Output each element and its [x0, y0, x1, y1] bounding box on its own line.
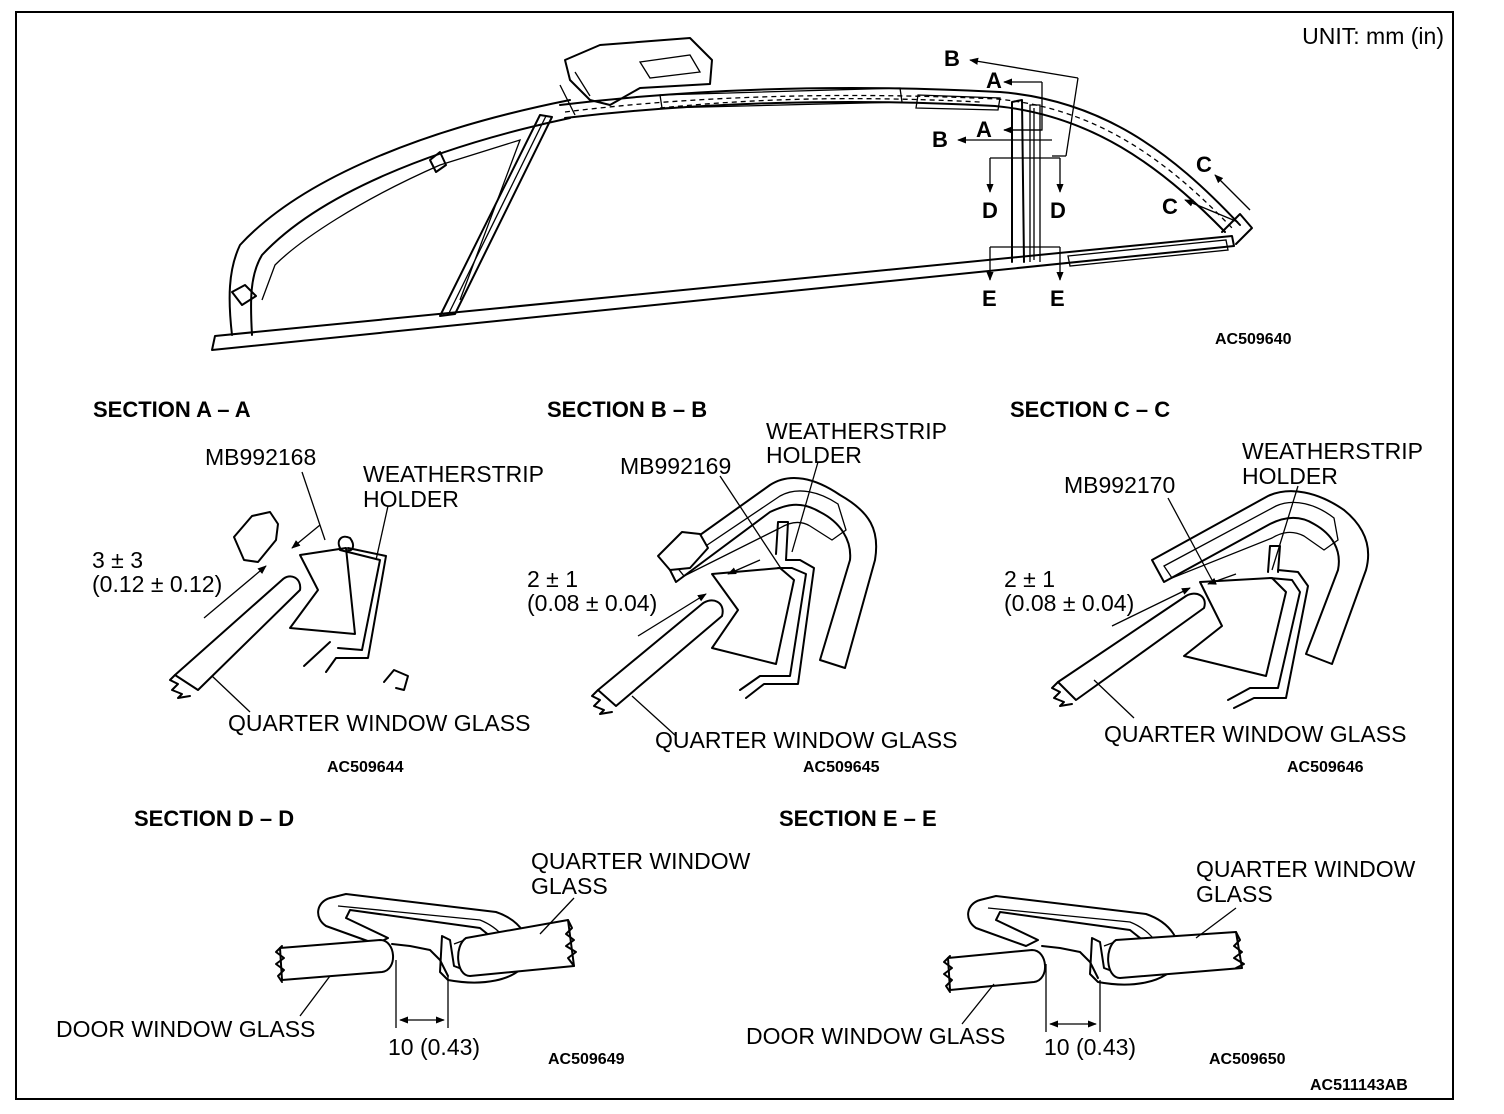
section-a-holder-line2: HOLDER	[363, 486, 459, 512]
section-d-quarter-line1: QUARTER WINDOW	[531, 848, 751, 874]
section-c-dim-line2: (0.08 ± 0.04)	[1004, 590, 1134, 616]
overview-ref: AC509640	[1215, 331, 1292, 348]
section-e-title: SECTION E – E	[779, 806, 937, 831]
cut-label-b-top: B	[944, 46, 960, 71]
section-e-drawing	[943, 895, 1245, 1032]
cut-label-a-top: A	[986, 68, 1002, 93]
section-e-quarter-line1: QUARTER WINDOW	[1196, 856, 1416, 882]
cut-label-b-bottom: B	[932, 127, 948, 152]
cut-label-d-left: D	[982, 198, 998, 223]
cut-label-c-bottom: C	[1162, 194, 1178, 219]
section-a-drawing	[169, 471, 409, 713]
section-d-title: SECTION D – D	[134, 806, 294, 831]
section-b-ref: AC509645	[803, 759, 880, 776]
section-e-quarter-line2: GLASS	[1196, 881, 1273, 907]
section-e-ref: AC509650	[1209, 1051, 1286, 1068]
cut-label-a-bottom: A	[976, 117, 992, 142]
section-d-dimension: 10 (0.43)	[388, 1034, 480, 1060]
section-b-holder-line1: WEATHERSTRIP	[766, 418, 947, 444]
cut-label-d-right: D	[1050, 198, 1066, 223]
section-d-quarter-line2: GLASS	[531, 873, 608, 899]
section-b-title: SECTION B – B	[547, 397, 707, 422]
section-b-drawing	[591, 461, 878, 737]
section-d-drawing	[275, 893, 577, 1028]
section-e-dimension: 10 (0.43)	[1044, 1034, 1136, 1060]
section-d-door-glass: DOOR WINDOW GLASS	[56, 1016, 315, 1042]
section-b-holder-line2: HOLDER	[766, 442, 862, 468]
cut-label-c-top: C	[1196, 152, 1212, 177]
section-a-glass: QUARTER WINDOW GLASS	[228, 710, 530, 736]
section-c-holder-line1: WEATHERSTRIP	[1242, 438, 1423, 464]
section-c-holder-line2: HOLDER	[1242, 463, 1338, 489]
section-c-drawing	[1051, 485, 1370, 719]
section-c-dim-line1: 2 ± 1	[1004, 566, 1055, 592]
section-a-holder-line1: WEATHERSTRIP	[363, 461, 544, 487]
section-c-title: SECTION C – C	[1010, 397, 1170, 422]
overview-drawing: A A B B C C D D E E	[211, 37, 1253, 351]
section-c-tool: MB992170	[1064, 472, 1175, 498]
section-e-door-glass: DOOR WINDOW GLASS	[746, 1023, 1005, 1049]
figure-frame	[15, 11, 1454, 1100]
section-d-ref: AC509649	[548, 1051, 625, 1068]
section-a-dim-line2: (0.12 ± 0.12)	[92, 571, 222, 597]
figure-ref: AC511143AB	[1310, 1077, 1408, 1094]
cut-label-e-right: E	[1050, 286, 1065, 311]
section-c-ref: AC509646	[1287, 759, 1364, 776]
section-a-tool: MB992168	[205, 444, 316, 470]
section-b-dim-line2: (0.08 ± 0.04)	[527, 590, 657, 616]
section-b-glass: QUARTER WINDOW GLASS	[655, 727, 957, 753]
section-a-dim-line1: 3 ± 3	[92, 547, 143, 573]
section-b-tool: MB992169	[620, 453, 731, 479]
section-b-dim-line1: 2 ± 1	[527, 566, 578, 592]
unit-label: UNIT: mm (in)	[1302, 23, 1444, 49]
section-a-title: SECTION A – A	[93, 397, 251, 422]
section-a-ref: AC509644	[327, 759, 404, 776]
section-c-glass: QUARTER WINDOW GLASS	[1104, 721, 1406, 747]
cut-label-e-left: E	[982, 286, 997, 311]
